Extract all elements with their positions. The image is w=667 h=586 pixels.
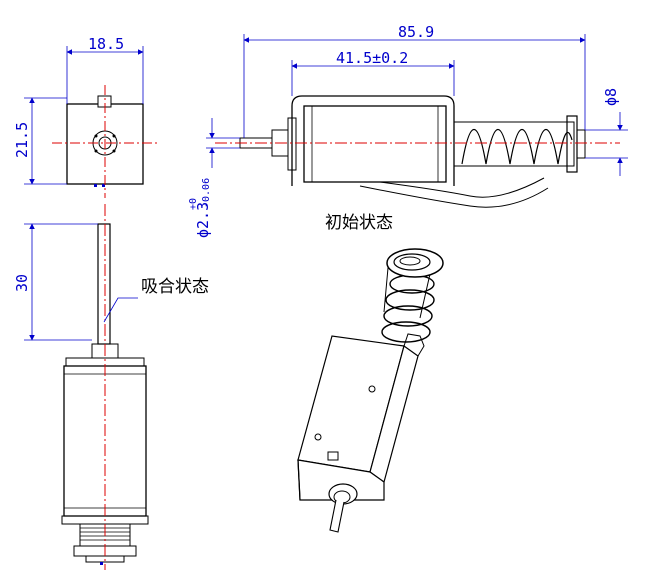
frame-bracket	[291, 95, 455, 186]
end-cap	[566, 115, 578, 173]
leader-line	[103, 297, 138, 323]
dim-top-width: 18.5	[88, 35, 124, 53]
dim-body-length: 41.5±0.2	[336, 49, 408, 67]
iso-shaft	[329, 499, 345, 533]
extended-shaft	[97, 223, 111, 345]
iso-end-cap	[386, 248, 444, 278]
isometric-view	[297, 248, 444, 533]
end-view: 18.5 21.5	[13, 35, 160, 198]
lead-wire-2	[359, 185, 549, 208]
plunger-tube	[453, 121, 575, 167]
dim-shaft-dia: ϕ2.3	[194, 202, 212, 238]
dim-shaft-tol-lower: -0.06	[201, 178, 212, 208]
label-pull-in-state: 吸合状态	[141, 277, 209, 297]
spring	[461, 129, 573, 165]
side-view-pull-in: 30 吸合状态	[13, 204, 209, 570]
iso-boss	[328, 483, 358, 505]
dim-stroke-length: 30	[13, 274, 31, 292]
side-view-initial: 85.9 41.5±0.2 ϕ8 ϕ2.3 +0 -0.06 初始状态	[188, 23, 628, 238]
dim-top-height: 21.5	[13, 122, 31, 158]
label-initial-state: 初始状态	[325, 213, 393, 233]
lead-wire-1	[379, 177, 545, 198]
iso-spring	[381, 321, 431, 343]
dim-overall-length: 85.9	[398, 23, 434, 41]
dim-shaft-tol-upper: +0	[188, 198, 199, 210]
dim-plunger-dia: ϕ8	[602, 88, 620, 106]
coil-body	[303, 105, 447, 183]
